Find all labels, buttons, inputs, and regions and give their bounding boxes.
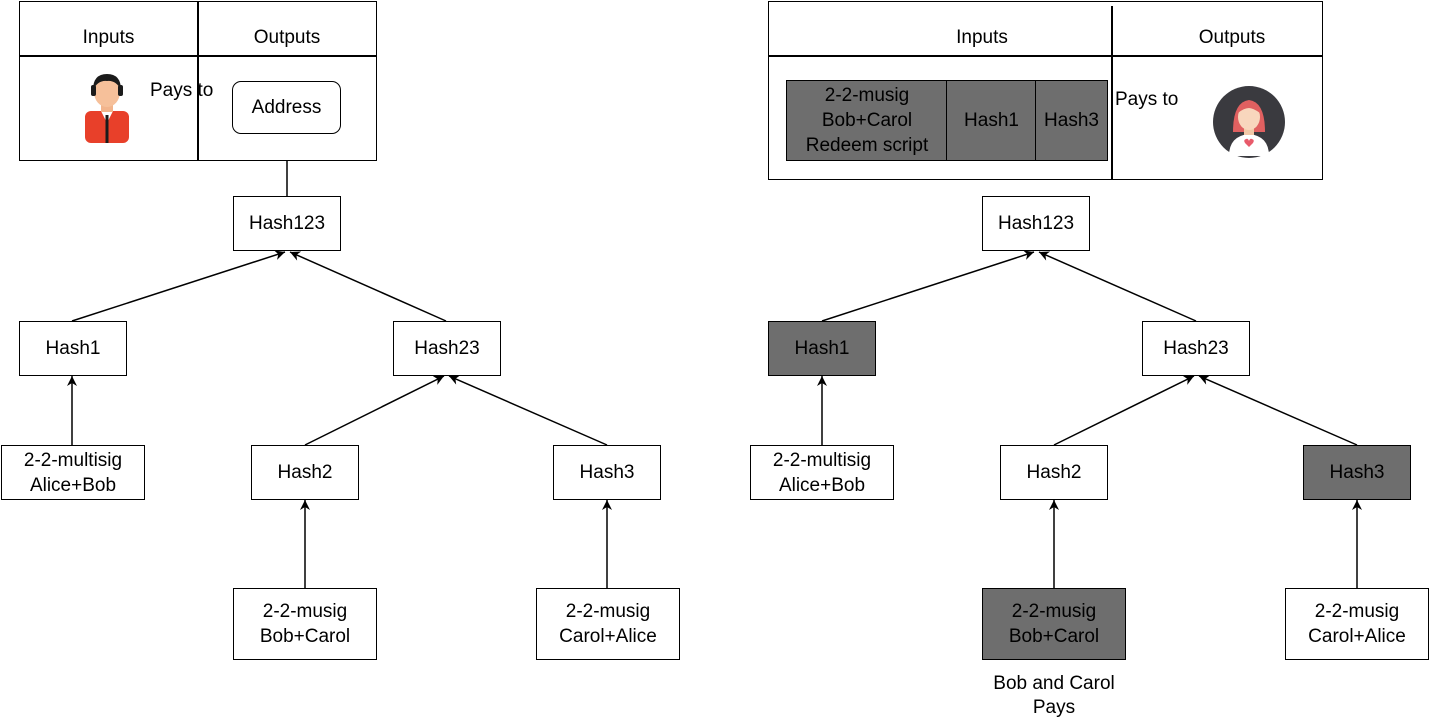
edge-hash1-to-hash123-r (821, 250, 1035, 322)
edge-hash2-to-hash23 (304, 375, 445, 446)
outputs-header: Outputs (1198, 27, 1266, 48)
pays-to-label: Pays to (1115, 89, 1179, 110)
hash2-node: Hash2 (251, 445, 359, 500)
hash3-node: Hash3 (553, 445, 661, 500)
address-node: Address (232, 81, 341, 134)
table-column-divider (197, 2, 199, 160)
hash3-node-r: Hash3 (1303, 445, 1411, 500)
inputs-header: Inputs (82, 27, 135, 48)
inputs-header: Inputs (956, 27, 1008, 48)
table-header-divider (769, 55, 1322, 57)
hash3-proof-cell: Hash3 (1035, 80, 1108, 161)
edge-hash3-to-hash23 (448, 375, 608, 446)
edge-hash1-to-hash123 (71, 250, 286, 322)
edge-hash23-to-hash123-r (1038, 251, 1197, 322)
hash1-node: Hash1 (19, 321, 127, 376)
table-column-divider (1111, 6, 1113, 179)
hash1-proof-cell: Hash1 (946, 80, 1037, 161)
outputs-header: Outputs (253, 27, 321, 48)
hash2-node-r: Hash2 (1000, 445, 1108, 500)
hash23-node-r: Hash23 (1142, 321, 1250, 376)
hash1-node-r: Hash1 (768, 321, 876, 376)
payer-caption: Bob and Carol Pays (993, 673, 1115, 718)
edge-hash23-to-hash123 (289, 251, 447, 322)
edge-hash2-to-hash23-r (1053, 375, 1195, 446)
woman-avatar-icon (1213, 86, 1285, 158)
man-avatar-icon (83, 71, 131, 143)
table-header-divider (20, 55, 376, 57)
hash123-node: Hash123 (233, 196, 341, 251)
edge-hash3-to-hash23-r (1198, 375, 1358, 446)
hash23-node: Hash23 (393, 321, 501, 376)
pays-to-label: Pays to (150, 80, 214, 101)
hash123-node-r: Hash123 (982, 196, 1090, 251)
